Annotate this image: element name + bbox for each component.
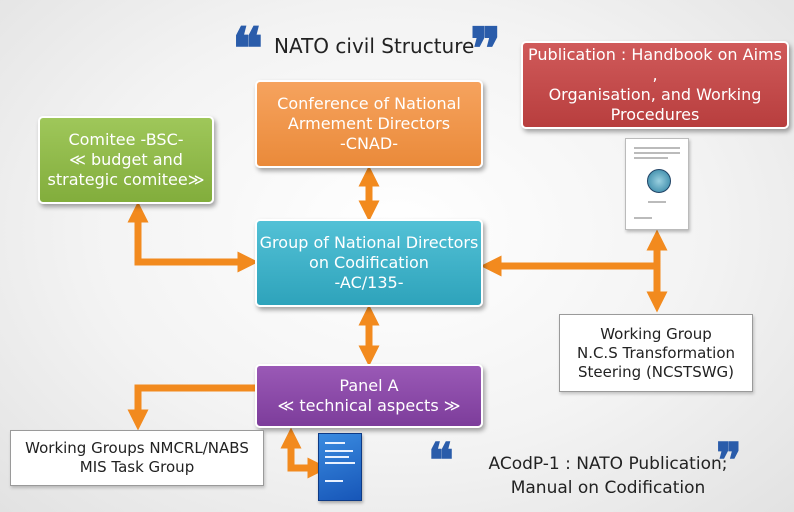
ac135-box: Group of National Directors on Codificat…	[255, 219, 483, 307]
ncstswg-label: Working Group N.C.S Transformation Steer…	[576, 324, 736, 381]
acodp-book-icon	[318, 433, 362, 501]
handbook-document-icon	[625, 138, 689, 230]
working-groups-label: Working Groups NMCRL/NABS MIS Task Group	[25, 439, 249, 476]
acodp-note: ACodP-1 : NATO Publication; Manual on Co…	[488, 454, 728, 498]
panel-a-label: Panel A ≪ technical aspects ≫	[277, 376, 461, 415]
publication-box: Publication : Handbook on Aims , Organis…	[521, 41, 789, 129]
arrow-panel-book	[280, 427, 329, 479]
bsc-label: Comitee -BSC- ≪ budget and strategic com…	[47, 130, 205, 189]
ac135-label: Group of National Directors on Codificat…	[259, 233, 479, 292]
ncstswg-box: Working Group N.C.S Transformation Steer…	[559, 314, 753, 392]
cnad-label: Conference of National Armement Director…	[277, 94, 461, 153]
diagram-title: NATO civil Structure	[274, 34, 475, 58]
publication-label: Publication : Handbook on Aims , Organis…	[528, 45, 782, 124]
quote-open-icon: ❝	[232, 15, 264, 83]
cnad-box: Conference of National Armement Director…	[255, 80, 483, 168]
quote-close-icon: ❞	[470, 15, 502, 83]
acodp-quote-open-icon: ❝	[428, 433, 454, 489]
arrow-ac135-bsc	[127, 201, 259, 273]
panel-a-box: Panel A ≪ technical aspects ≫	[255, 364, 483, 428]
working-groups-box: Working Groups NMCRL/NABS MIS Task Group	[10, 430, 264, 486]
bsc-box: Comitee -BSC- ≪ budget and strategic com…	[38, 116, 214, 204]
acodp-quote-close-icon: ❞	[716, 433, 742, 489]
arrow-panel-wgnm	[127, 384, 255, 431]
